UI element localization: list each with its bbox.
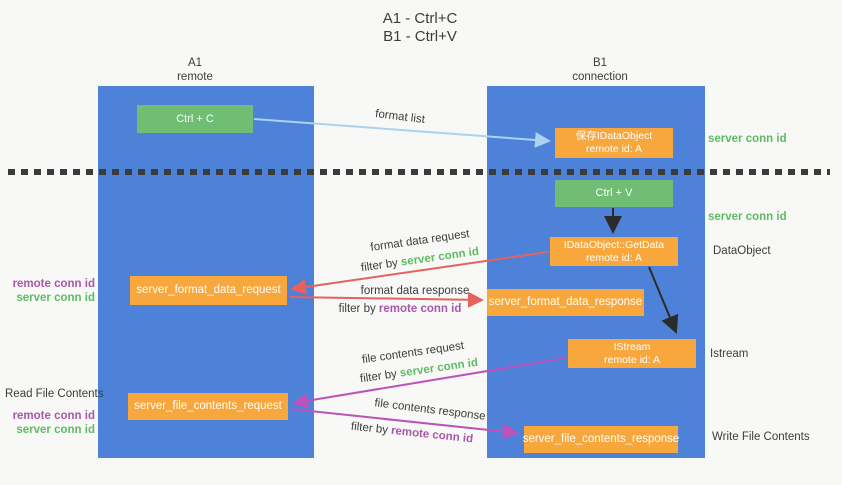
format-data-response-arrow: [288, 291, 484, 308]
format-list-label: format list: [374, 108, 426, 126]
remote-conn-id-annotation-2: remote conn id: [12, 410, 95, 422]
filter-by-prefix: filter by: [350, 420, 392, 437]
format-response-label: server_format_data_response: [488, 296, 643, 308]
column-b1-name: B1: [592, 57, 608, 69]
column-a1-sub: remote: [177, 70, 213, 83]
istream-annotation: Istream: [710, 348, 749, 360]
filter-by-remote-conn-id-label-1: filter by remote conn id: [339, 303, 462, 315]
server-conn-id-text: server conn id: [399, 356, 479, 380]
write-file-contents-annotation: Write File Contents: [712, 431, 810, 443]
file-contents-response-label: file contents response: [373, 397, 487, 423]
server-conn-id-annotation-mid: server conn id: [708, 211, 787, 223]
server-conn-id-annotation-1: server conn id: [16, 292, 95, 304]
remote-conn-id-annotation-1: remote conn id: [12, 278, 95, 290]
filter-by-prefix: filter by: [338, 303, 379, 315]
title-line-2: B1 - Ctrl+V: [383, 28, 457, 45]
getdata-line1: IDataObject::GetData: [563, 238, 665, 251]
ctrl-v-node: Ctrl + V: [555, 180, 673, 207]
filter-by-remote-conn-id-label-2: filter by remote conn id: [350, 421, 473, 446]
istream-line1: IStream: [613, 340, 651, 353]
column-a1-name: A1: [187, 57, 203, 69]
istream-line2: remote id: A: [603, 353, 661, 366]
column-header-b1: B1 connection: [540, 57, 660, 84]
filter-by-prefix: filter by: [360, 256, 402, 275]
remote-conn-id-text: remote conn id: [378, 303, 462, 315]
server-conn-id-text: server conn id: [400, 245, 480, 269]
title-line-1: A1 - Ctrl+C: [382, 10, 458, 27]
column-header-a1: A1 remote: [135, 57, 255, 84]
remote-conn-id-text: remote conn id: [390, 424, 474, 446]
ctrl-v-label: Ctrl + V: [595, 187, 633, 199]
server-conn-id-annotation-top: server conn id: [708, 133, 787, 145]
ctrl-c-label: Ctrl + C: [176, 112, 214, 125]
istream-node: IStream remote id: A: [568, 339, 696, 368]
filter-by-prefix: filter by: [359, 367, 401, 386]
file-request-label: server_file_contents_request: [134, 400, 282, 412]
read-file-contents-annotation: Read File Contents: [5, 388, 104, 400]
format-data-response-label: format data response: [360, 285, 470, 297]
save-idataobject-line2: remote id: A: [585, 143, 643, 155]
getdata-line2: remote id: A: [585, 251, 643, 264]
save-idataobject-node: 保存IDataObject remote id: A: [555, 128, 673, 158]
server-file-contents-request-node: server_file_contents_request: [128, 393, 288, 420]
format-request-label: server_format_data_request: [136, 284, 281, 296]
dataobject-annotation: DataObject: [713, 245, 771, 257]
server-file-contents-response-node: server_file_contents_response: [522, 426, 680, 453]
ctrl-c-node: Ctrl + C: [137, 105, 253, 133]
server-format-data-request-node: server_format_data_request: [130, 276, 287, 305]
file-response-label: server_file_contents_response: [522, 433, 680, 445]
server-conn-id-annotation-2: server conn id: [16, 424, 95, 436]
page-title: A1 - Ctrl+C B1 - Ctrl+V: [300, 10, 540, 46]
idataobject-getdata-node: IDataObject::GetData remote id: A: [550, 237, 678, 266]
server-format-data-response-node: server_format_data_response: [487, 289, 644, 316]
column-b1-sub: connection: [572, 70, 628, 83]
save-idataobject-line1: 保存IDataObject: [575, 130, 653, 142]
